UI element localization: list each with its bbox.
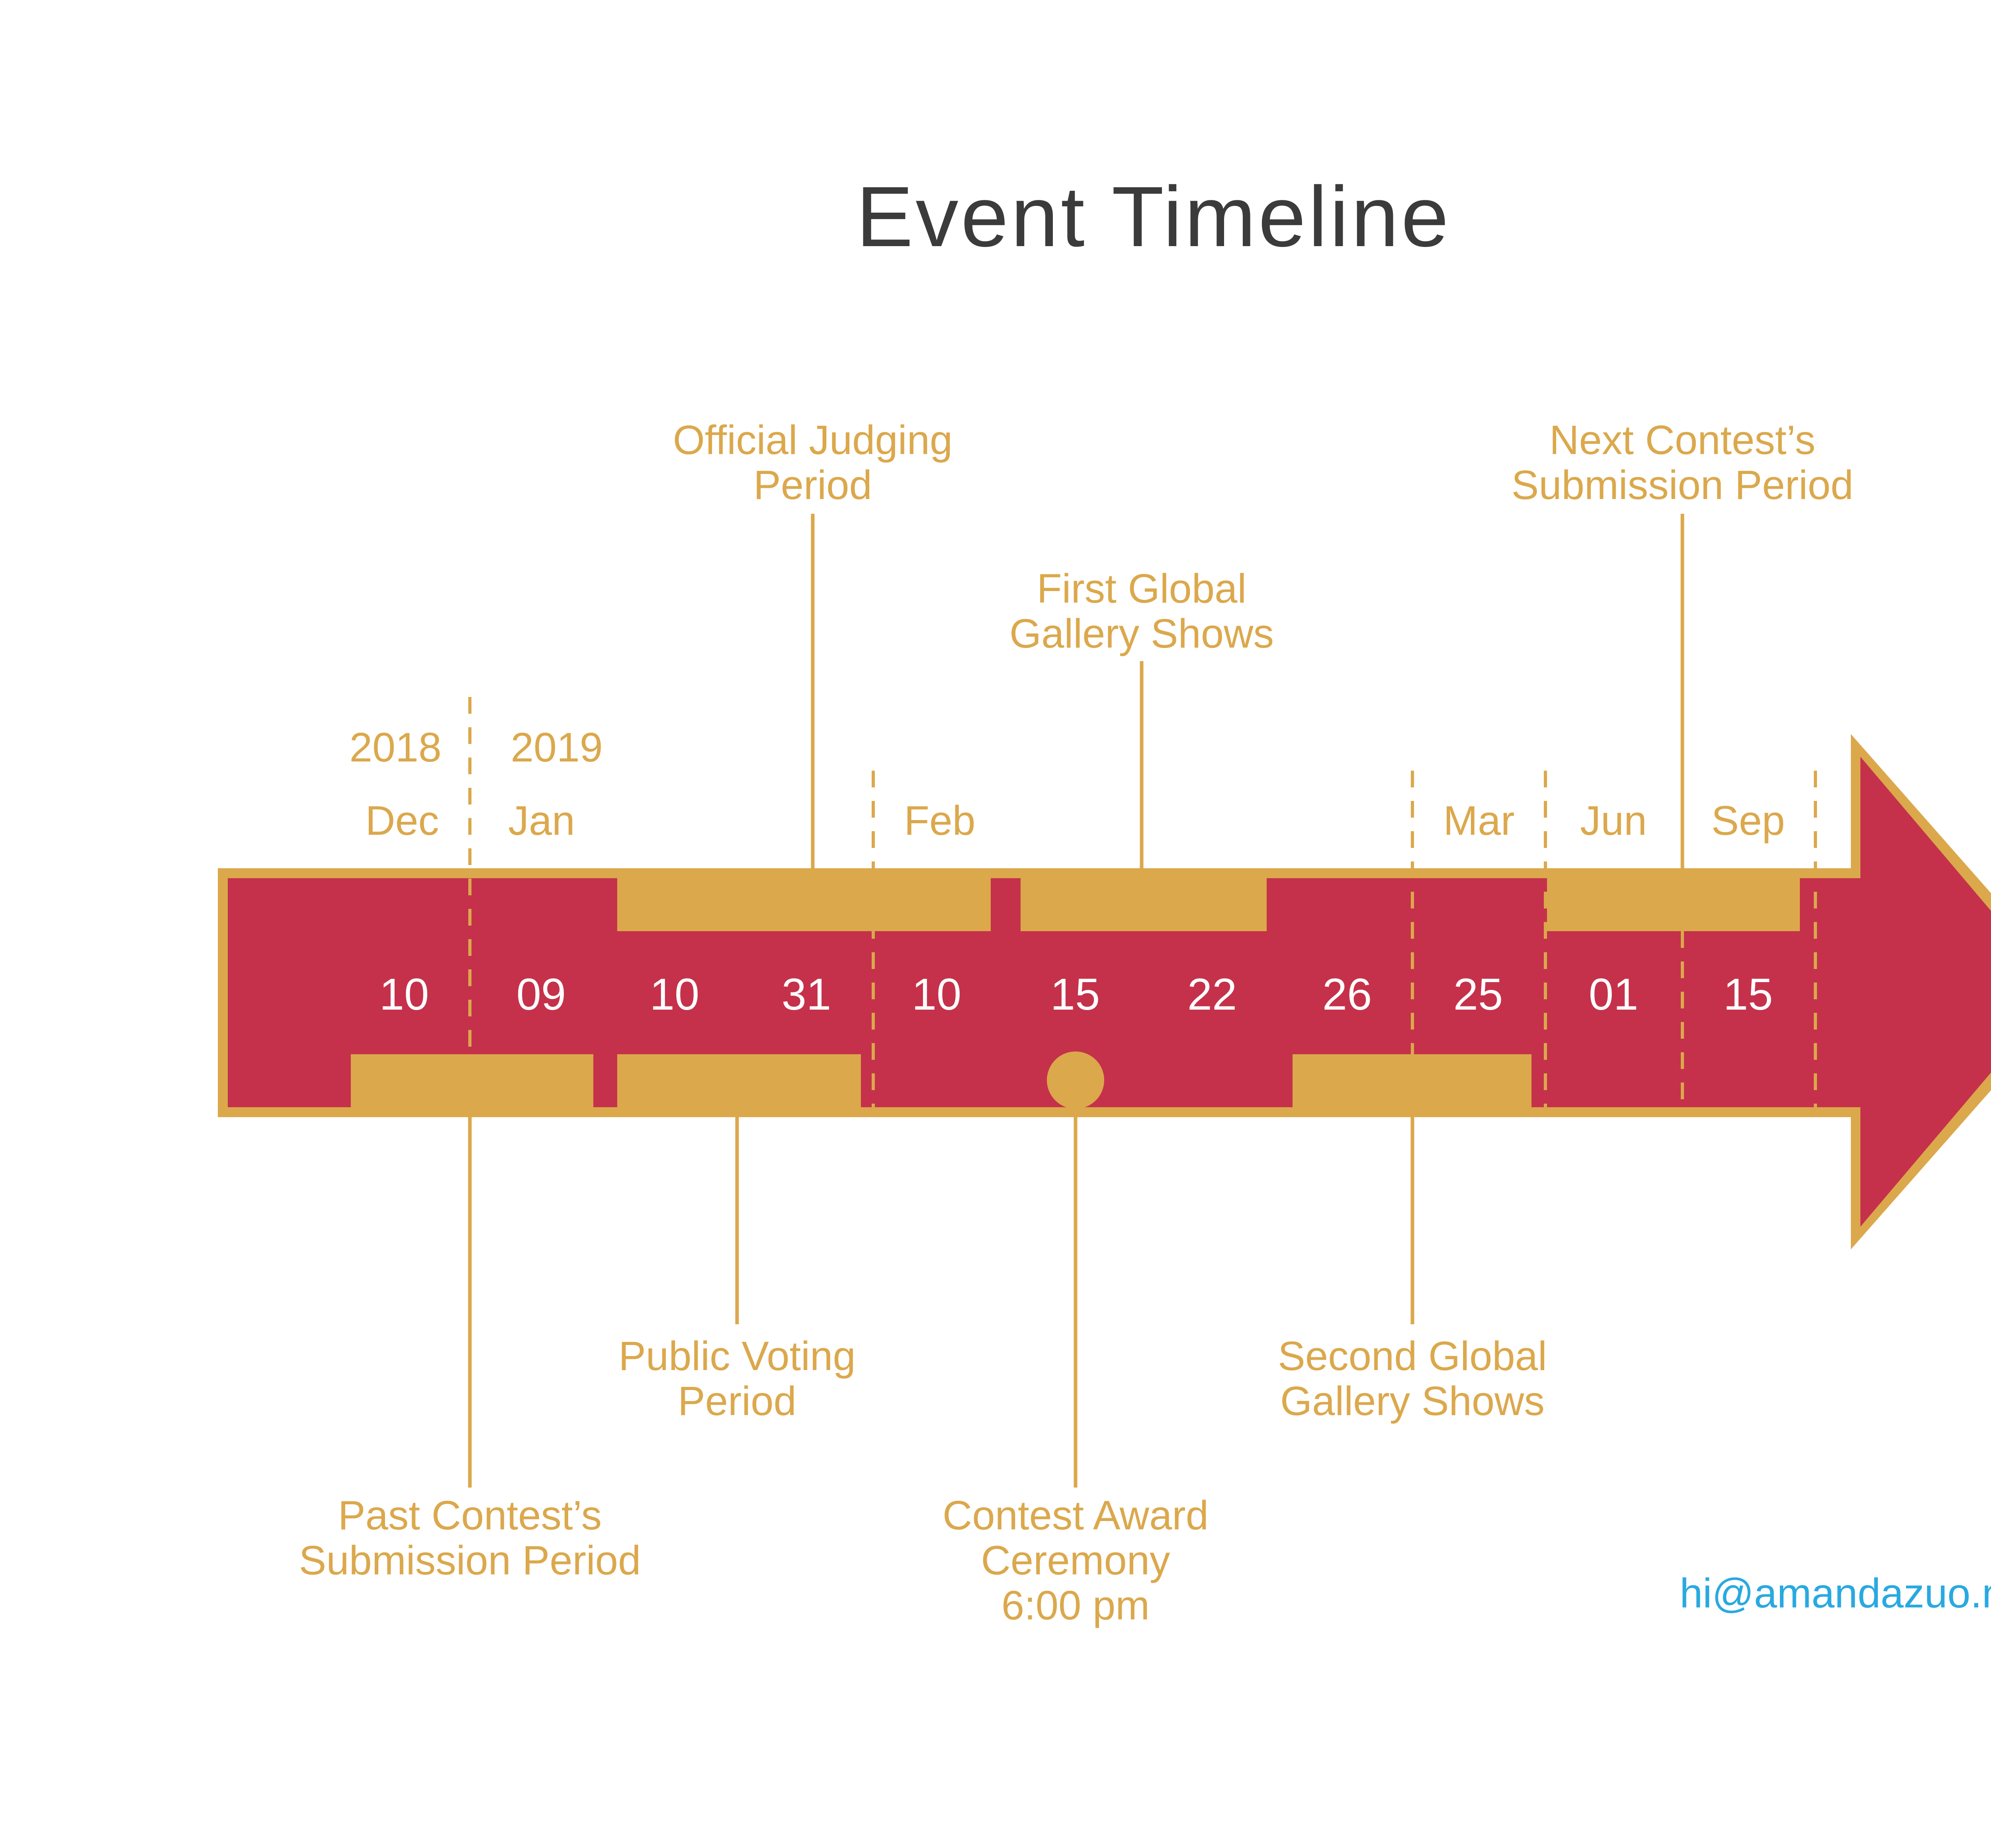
label-public-voting: Public Voting Period: [618, 1333, 856, 1423]
band-public-voting: [617, 1054, 861, 1107]
label-line: Gallery Shows: [1280, 1378, 1545, 1424]
leader-award-ceremony: [1074, 1117, 1078, 1488]
label-line: Contest Award: [943, 1492, 1209, 1538]
day-dec-10: 10: [379, 969, 429, 1019]
day-jan-09: 09: [516, 969, 566, 1019]
label-line: Gallery Shows: [1009, 611, 1274, 656]
divider-dec-jan: [468, 697, 471, 1107]
band-next-contest-submission: [1547, 878, 1800, 931]
award-ceremony-marker: [1047, 1051, 1104, 1109]
year-2018: 2018: [349, 724, 442, 771]
day-jan-31: 31: [781, 969, 831, 1019]
month-sep: Sep: [1711, 798, 1785, 844]
label-line: Public Voting: [618, 1333, 856, 1379]
label-line: Submission Period: [1511, 462, 1854, 508]
month-dec: Dec: [365, 798, 439, 844]
band-past-contest-submission: [351, 1054, 593, 1107]
label-line: Ceremony: [981, 1537, 1170, 1583]
day-mar-25: 25: [1453, 969, 1503, 1019]
day-jun-01: 01: [1588, 969, 1639, 1019]
label-official-judging: Official Judging Period: [673, 417, 952, 507]
label-past-contest: Past Contest’s Submission Period: [299, 1493, 641, 1583]
label-line: Past Contest’s: [338, 1492, 602, 1538]
leader-second-global: [1410, 1117, 1414, 1324]
day-feb-22: 22: [1187, 969, 1237, 1019]
arrow-head: [1860, 757, 1991, 1227]
month-feb: Feb: [904, 798, 976, 844]
divider-jun-sep: [1681, 931, 1684, 1107]
divider-jan-feb: [872, 771, 875, 1107]
label-line: Official Judging: [673, 417, 953, 463]
label-second-global: Second Global Gallery Shows: [1278, 1333, 1547, 1423]
month-jan: Jan: [508, 798, 575, 844]
contact-email: hi@amandazuo.me: [1680, 1570, 1991, 1617]
divider-sep-end: [1814, 771, 1817, 1107]
band-official-judging: [617, 878, 991, 931]
day-feb-26: 26: [1322, 969, 1372, 1019]
leader-first-global: [1140, 661, 1144, 874]
leader-next-contest: [1680, 514, 1684, 878]
label-line: Second Global: [1278, 1333, 1547, 1379]
label-line: 6:00 pm: [1001, 1582, 1150, 1628]
label-line: Period: [678, 1378, 796, 1424]
year-2019: 2019: [510, 724, 603, 771]
leader-public-voting: [735, 1117, 739, 1324]
day-jan-10: 10: [649, 969, 700, 1019]
label-first-global: First Global Gallery Shows: [1009, 566, 1274, 656]
label-line: First Global: [1037, 566, 1247, 611]
day-sep-15: 15: [1723, 969, 1773, 1019]
page-title: Event Timeline: [856, 168, 1451, 264]
label-line: Submission Period: [299, 1537, 641, 1583]
label-line: Next Contest’s: [1549, 417, 1815, 463]
label-award-ceremony: Contest Award Ceremony 6:00 pm: [943, 1493, 1209, 1628]
label-line: Period: [753, 462, 872, 508]
label-next-contest: Next Contest’s Submission Period: [1512, 417, 1854, 507]
day-feb-15: 15: [1050, 969, 1100, 1019]
divider-feb-mar: [1411, 771, 1414, 1107]
month-jun: Jun: [1580, 798, 1647, 844]
divider-mar-jun: [1544, 771, 1547, 1107]
month-mar: Mar: [1443, 798, 1515, 844]
leader-official-judging: [811, 514, 815, 874]
band-second-global-shows: [1293, 1054, 1531, 1107]
leader-past-contest: [468, 1117, 472, 1488]
band-first-global-shows: [1021, 878, 1267, 931]
day-feb-10: 10: [911, 969, 962, 1019]
